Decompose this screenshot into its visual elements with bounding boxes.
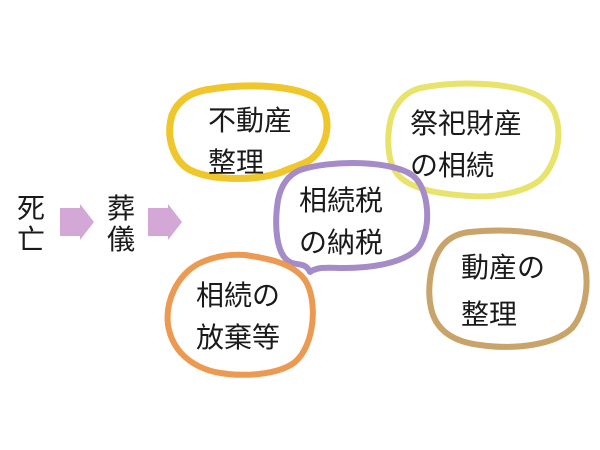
arrow-right-icon	[60, 204, 94, 240]
bubble-inheritance-tax: 相続税 の納税	[299, 180, 383, 264]
bubble-real-estate-line2: 整理	[208, 146, 265, 179]
bubble-inheritance-tax-line1: 相続税	[299, 184, 384, 217]
bubble-ritual-property-outline	[385, 80, 562, 200]
bubble-movable-property-outline	[426, 227, 590, 350]
bubble-renunciation-outline	[164, 251, 316, 378]
death-char-2: 亡	[16, 223, 45, 256]
arrow-right-icon	[148, 204, 182, 240]
bubble-ritual-property-line2: の相続	[410, 149, 495, 182]
bubble-movable-property-line1: 動産の	[461, 251, 546, 284]
bubble-ritual-property-line1: 祭祀財産	[410, 107, 523, 140]
bubble-renunciation-line2: 放棄等	[196, 321, 281, 354]
bubble-renunciation: 相続の 放棄等	[196, 275, 280, 359]
bubble-real-estate: 不動産 整理	[208, 100, 292, 184]
bubble-inheritance-tax-line2: の納税	[299, 226, 384, 259]
funeral-char-1: 葬	[106, 192, 135, 225]
bubble-real-estate-line1: 不動産	[208, 104, 293, 137]
bubble-movable-property: 動産の 整理	[461, 244, 545, 338]
death-char-1: 死	[16, 192, 45, 225]
bubble-movable-property-line2: 整理	[461, 298, 518, 331]
funeral-char-2: 儀	[106, 223, 135, 256]
bubble-real-estate-outline	[166, 82, 331, 182]
bubble-renunciation-line1: 相続の	[196, 279, 281, 312]
bubble-inheritance-tax-outline	[273, 160, 431, 275]
bubble-ritual-property: 祭祀財産 の相続	[410, 103, 522, 187]
